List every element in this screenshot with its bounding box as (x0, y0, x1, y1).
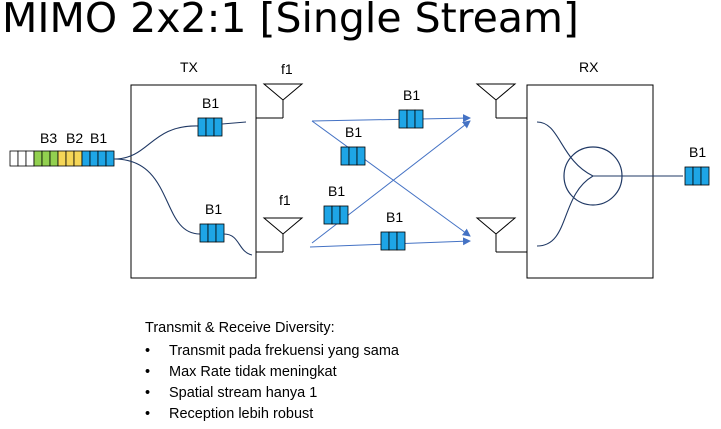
input-stream (9, 150, 115, 167)
rx-combine-line-bottom (536, 175, 594, 247)
input-label-b2: B2 (66, 130, 83, 146)
split-line-top (113, 125, 199, 160)
list-item-text: Max Rate tidak meningkat (169, 364, 337, 380)
air-packet-bottom-cross (323, 205, 349, 225)
tx-bottom-packet-label: B1 (205, 201, 222, 217)
air-packet-top-straight (398, 109, 424, 129)
tx-top-packet-label: B1 (202, 95, 219, 111)
input-label-b3: B3 (40, 130, 57, 146)
tx-bottom-antenna-icon (256, 217, 304, 253)
air-packet-bottom-straight-label: B1 (386, 209, 403, 225)
tx-top-to-antenna-line (221, 121, 247, 125)
rx-combine-line-top (536, 121, 594, 177)
tx-top-antenna-icon (256, 83, 304, 119)
notes-heading: Transmit & Receive Diversity: (145, 320, 335, 336)
bullet-icon: • (145, 364, 151, 380)
rx-bottom-antenna-icon (475, 217, 527, 253)
notes-list: • Transmit pada frekuensi yang sama • Max … (145, 341, 399, 425)
page-title: MIMO 2x2:1 [Single Stream] (2, 0, 579, 42)
bullet-icon: • (145, 343, 151, 359)
air-packet-bottom-cross-label: B1 (328, 183, 345, 199)
list-item: • Spatial stream hanya 1 (145, 383, 399, 404)
air-packet-bottom-straight (380, 231, 406, 251)
rx-output-packet (684, 166, 710, 186)
tx-top-frequency: f1 (281, 61, 293, 77)
air-packet-top-straight-label: B1 (403, 87, 420, 103)
bullet-icon: • (145, 406, 151, 422)
tx-top-packet (197, 117, 223, 137)
tx-bottom-frequency: f1 (279, 192, 291, 208)
notes-section: Transmit & Receive Diversity: • Transmit … (145, 318, 399, 425)
rx-top-antenna-icon (475, 83, 527, 119)
tx-bottom-packet (199, 223, 225, 243)
list-item-text: Transmit pada frekuensi yang sama (169, 343, 399, 359)
split-line-bottom (113, 158, 201, 235)
air-packet-top-cross-label: B1 (345, 124, 362, 140)
tx-label: TX (180, 59, 199, 75)
input-label-b1: B1 (90, 130, 107, 146)
air-packet-top-cross (340, 146, 366, 166)
rx-label: RX (579, 59, 599, 75)
list-item: • Max Rate tidak meningkat (145, 362, 399, 383)
rx-output-packet-label: B1 (689, 144, 706, 160)
list-item-text: Spatial stream hanya 1 (169, 385, 318, 401)
list-item-text: Reception lebih robust (169, 406, 314, 422)
air-path-top-cross (311, 120, 471, 237)
bullet-icon: • (145, 385, 151, 401)
list-item: • Transmit pada frekuensi yang sama (145, 341, 399, 362)
air-path-top-straight (311, 114, 471, 123)
rx-box (526, 84, 654, 279)
list-item: • Reception lebih robust (145, 404, 399, 425)
tx-box (130, 84, 257, 279)
tx-bottom-to-antenna-line (223, 233, 253, 256)
